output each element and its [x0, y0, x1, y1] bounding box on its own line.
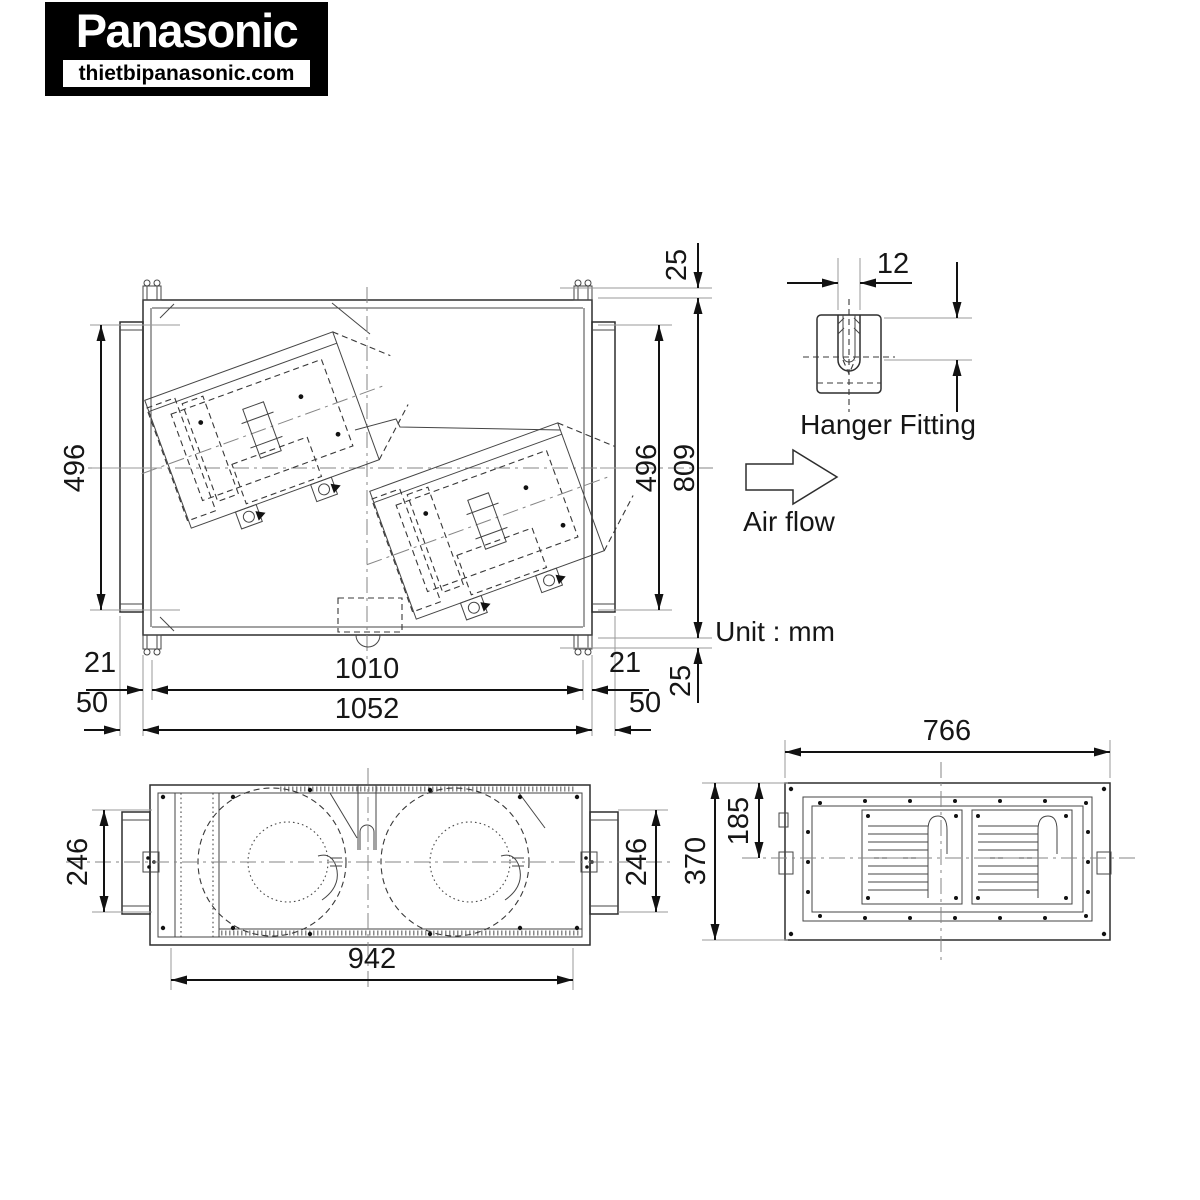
- dim-plan-bottom-offset: 25: [665, 665, 697, 697]
- dim-plan-body-width: 1052: [335, 693, 400, 725]
- dim-side-total-height: 370: [680, 837, 712, 885]
- dim-hanger-slot-width: 12: [877, 248, 909, 280]
- dim-plan-right-height: 496: [631, 444, 663, 492]
- plan-left-flange: [119, 321, 144, 613]
- website-banner: thietbipanasonic.com: [63, 60, 310, 88]
- dim-side-width: 766: [923, 715, 971, 747]
- dim-plan-hanger-left: 21: [84, 647, 116, 679]
- panasonic-wordmark: Panasonic: [75, 4, 299, 57]
- dim-plan-top-offset: 25: [661, 249, 693, 281]
- dim-plan-flange-left: 50: [76, 687, 108, 719]
- hanger-fitting-detail: 12 Hanger Fitting: [787, 248, 976, 440]
- dim-front-base-width: 942: [348, 943, 396, 975]
- fan-opening-left: [861, 809, 963, 905]
- front-view: 246 246 942: [62, 768, 672, 990]
- dim-front-right-height: 246: [621, 838, 653, 886]
- panasonic-logo: Panasonic thietbipanasonic.com: [45, 2, 328, 96]
- hanger-bracket-bottom-right: [573, 634, 593, 656]
- air-flow-arrow-icon: [745, 448, 839, 506]
- front-housing-outline: [149, 784, 591, 946]
- dim-plan-hanger-pitch: 1010: [335, 653, 400, 685]
- dim-plan-flange-right: 50: [629, 687, 661, 719]
- fan-assembly-right: [366, 422, 634, 621]
- hanger-bracket-top-right: [573, 279, 593, 301]
- side-housing-outline: [784, 782, 1111, 941]
- hanger-bracket-top-left: [142, 279, 162, 301]
- air-flow-label: Air flow: [743, 506, 836, 537]
- side-view: 766 370 185: [680, 715, 1136, 962]
- plan-view: 496 496 809 25 25 21: [59, 243, 715, 736]
- dim-side-center-height: 185: [723, 797, 755, 845]
- fan-opening-right: [971, 809, 1073, 905]
- fan-assembly-left: [141, 331, 409, 530]
- unit-note: Unit : mm: [715, 616, 835, 647]
- hanger-bracket-bottom-left: [142, 634, 162, 656]
- dim-plan-left-height: 496: [59, 444, 91, 492]
- hanger-fitting-label: Hanger Fitting: [800, 409, 976, 440]
- plan-right-flange: [591, 321, 616, 613]
- dim-plan-total-height: 809: [669, 444, 701, 492]
- dim-front-left-height: 246: [62, 838, 94, 886]
- air-flow-annotation: Air flow: [743, 448, 839, 537]
- dim-plan-hanger-right: 21: [609, 647, 641, 679]
